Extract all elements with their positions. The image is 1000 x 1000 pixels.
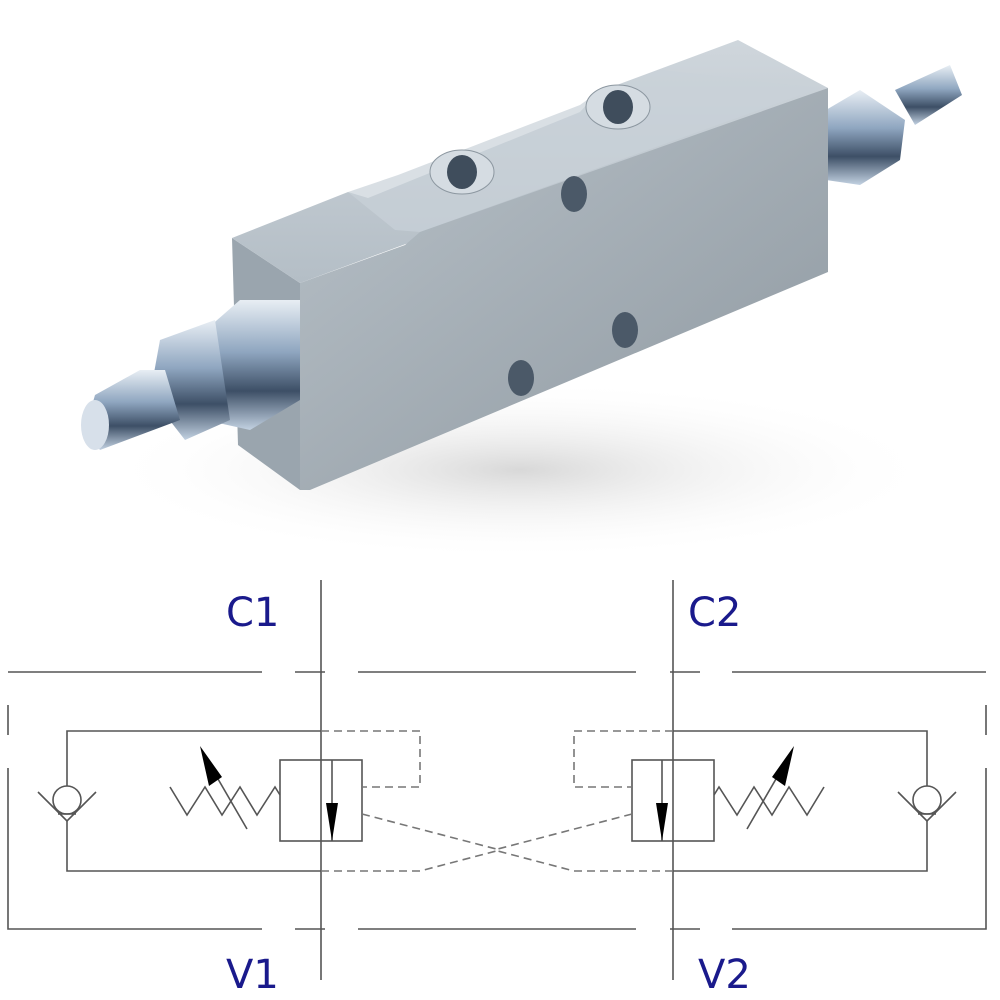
front-hole-1	[561, 176, 587, 212]
front-hole-2	[612, 312, 638, 348]
check-valve-seat	[37, 791, 97, 823]
top-port-1	[429, 149, 495, 195]
valve-spool-box	[279, 759, 363, 842]
overcenter-valve-left	[37, 730, 501, 872]
overcenter-valve-right	[493, 730, 957, 872]
housing-boundary	[7, 671, 987, 930]
top-port-2	[585, 84, 651, 130]
port-label-c1: C1	[226, 590, 280, 636]
block-front-face	[300, 88, 828, 490]
front-hole-3	[508, 360, 534, 396]
port-label-v1: V1	[226, 952, 279, 998]
left-cartridge	[81, 300, 300, 450]
pilot-cross-line	[361, 813, 501, 851]
port-label-v2: V2	[698, 952, 751, 998]
port-label-c2: C2	[688, 590, 742, 636]
right-cartridge	[826, 65, 962, 185]
hydraulic-schematic	[7, 580, 987, 980]
pilot-line	[321, 730, 421, 788]
valve-product-image	[81, 40, 962, 560]
drain-line	[321, 849, 501, 872]
check-valve-ball	[52, 785, 82, 815]
